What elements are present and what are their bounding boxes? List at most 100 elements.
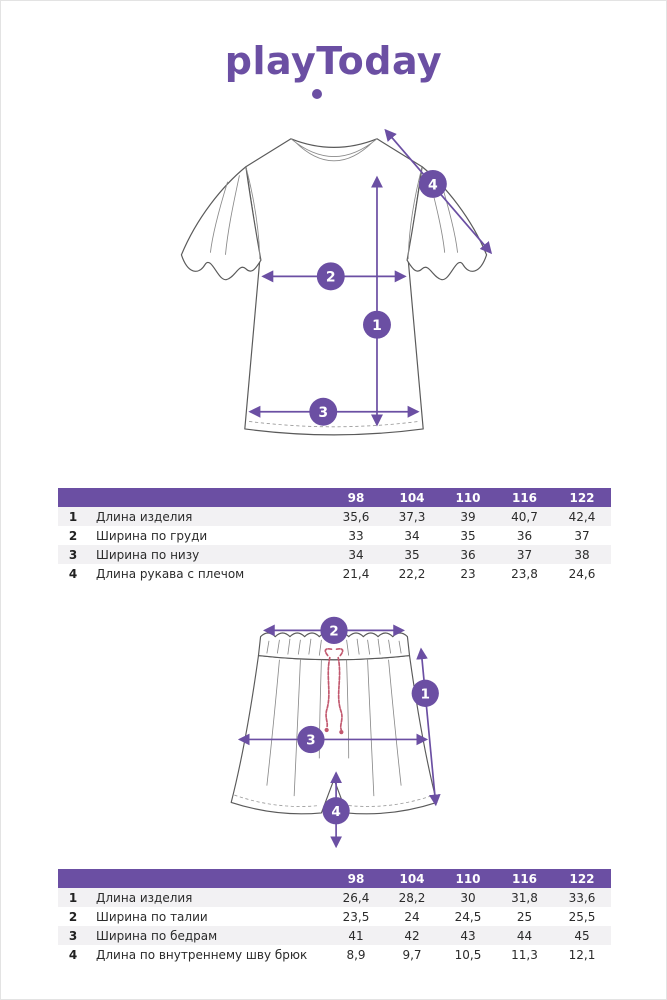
size-header: 98: [328, 488, 384, 507]
size-header: 104: [384, 488, 440, 507]
measure-value: 41: [348, 928, 364, 943]
measure-label: Длина по внутреннему шву брюк: [96, 947, 308, 962]
drawstring: [324, 648, 343, 731]
measure-value: 36: [516, 528, 533, 543]
waistband-gathers: [265, 638, 402, 656]
measure-label: Длина изделия: [96, 890, 193, 905]
measure-label: Ширина по бедрам: [96, 928, 218, 943]
marker-circle-4: [418, 169, 447, 198]
measure-value: 24,6: [568, 566, 596, 581]
measure-value: 26,4: [342, 890, 370, 905]
measure-value: 23,5: [342, 909, 370, 924]
size-header-row: 98 104 110 116 122: [58, 869, 611, 888]
size-header: 122: [553, 869, 611, 888]
tshirt-technical-drawing: 1 2 3 4: [180, 128, 492, 436]
row-number: 2: [68, 528, 78, 543]
drawstring-end: [338, 730, 343, 735]
size-header: 122: [553, 488, 611, 507]
tshirt-sleeve-folds: [209, 175, 458, 255]
tshirt-sleeve-left: [180, 166, 262, 281]
shorts-outline: [230, 632, 437, 815]
measure-label: Длина рукава с плечом: [96, 566, 245, 581]
measure-label: Ширина по талии: [96, 909, 208, 924]
measure-value: 30: [460, 890, 476, 905]
shorts-drape-lines: [265, 659, 402, 797]
marker-number-2: 2: [329, 624, 338, 640]
measure-value: 24: [404, 909, 420, 924]
size-header: 110: [440, 488, 496, 507]
measure-value: 8,9: [346, 947, 366, 962]
measure-value: 40,7: [511, 509, 538, 524]
measure-value: 37,3: [398, 509, 426, 524]
table-row: 1 Длина изделия 26,4 28,2 30 31,8 33,6: [58, 888, 611, 907]
marker-circle-3: [308, 397, 337, 426]
brand-logo: playToday: [1, 39, 666, 99]
marker-number-4: 4: [427, 177, 437, 193]
measure-value: 31,8: [511, 890, 538, 905]
marker-circle-4: [321, 797, 350, 825]
measure-value: 35: [404, 547, 420, 562]
size-header: 104: [384, 869, 440, 888]
measure-value: 35,6: [342, 509, 370, 524]
marker-circle-3: [296, 725, 325, 754]
table-row: 4 Длина рукава с плечом 21,4 22,2 23 23,…: [58, 564, 611, 583]
measure-value: 28,2: [398, 890, 426, 905]
measure-value: 33: [348, 528, 364, 543]
measure-value: 10,5: [454, 947, 482, 962]
tshirt-neckline: [290, 138, 377, 162]
size-table-top: 98 104 110 116 122 1 Длина изделия 35,6 …: [58, 488, 611, 583]
measure-value: 25: [516, 909, 533, 924]
row-number: 4: [68, 947, 78, 962]
marker-number-2: 2: [325, 270, 335, 286]
marker-circle-2: [316, 262, 345, 291]
measure-value: 24,5: [454, 909, 482, 924]
measure-value: 11,3: [511, 947, 538, 962]
measure-value: 21,4: [342, 566, 370, 581]
marker-circle-1: [362, 310, 391, 339]
size-header: 110: [440, 869, 496, 888]
measure-label: Длина изделия: [96, 509, 193, 524]
brand-logo-text: playToday: [224, 39, 443, 83]
corner-cell: [58, 488, 88, 507]
marker-number-3: 3: [306, 733, 315, 749]
row-number: 1: [68, 509, 78, 524]
brand-logo-dot-icon: [311, 89, 322, 99]
measure-value: 25,5: [568, 909, 596, 924]
table-row: 3 Ширина по бедрам 41 42 43 44 45: [58, 926, 611, 945]
marker-number-1: 1: [420, 687, 429, 703]
table-row: 1 Длина изделия 35,6 37,3 39 40,7 42,4: [58, 507, 611, 526]
measure-value: 36: [460, 547, 476, 562]
marker-number-1: 1: [372, 318, 382, 334]
measure-value: 22,2: [398, 566, 426, 581]
table-row: 2 Ширина по груди 33 34 35 36 37: [58, 526, 611, 545]
corner-cell: [88, 869, 328, 888]
corner-cell: [58, 869, 88, 888]
measure-label: Ширина по груди: [96, 528, 208, 543]
shorts-technical-drawing: 2 1 3 4: [230, 616, 441, 849]
measure-value: 39: [460, 509, 476, 524]
marker-number-3: 3: [318, 405, 328, 421]
measure-value: 42: [404, 928, 420, 943]
measure-label: Ширина по низу: [96, 547, 200, 562]
measure-value: 37: [516, 547, 533, 562]
measure-value: 33,6: [568, 890, 596, 905]
table-row: 4 Длина по внутреннему шву брюк 8,9 9,7 …: [58, 945, 611, 964]
measure-value: 45: [574, 928, 590, 943]
measure-value: 37: [574, 528, 590, 543]
row-number: 3: [68, 547, 78, 562]
corner-cell: [88, 488, 328, 507]
size-header: 98: [328, 869, 384, 888]
measure-value: 23: [460, 566, 476, 581]
measure-arrow-length: [415, 647, 441, 807]
row-number: 2: [68, 909, 78, 924]
shorts-legs: [230, 654, 437, 815]
marker-number-4: 4: [331, 804, 340, 820]
size-header: 116: [496, 488, 553, 507]
measure-value: 42,4: [568, 509, 596, 524]
measure-value: 34: [348, 547, 364, 562]
measure-value: 35: [460, 528, 476, 543]
table-row: 2 Ширина по талии 23,5 24 24,5 25 25,5: [58, 907, 611, 926]
size-header-row: 98 104 110 116 122: [58, 488, 611, 507]
shorts-measure-arrows: 2 1 3 4: [237, 616, 441, 849]
